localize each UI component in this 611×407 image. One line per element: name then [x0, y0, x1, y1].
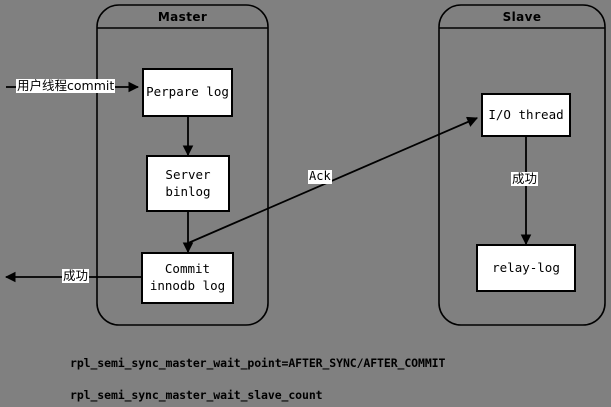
footnote-wait-slave-count: rpl_semi_sync_master_wait_slave_count [70, 388, 323, 402]
node-prepare-log[interactable]: Perpare log [142, 68, 233, 117]
node-server-binlog[interactable]: Server binlog [146, 155, 230, 212]
container-title-master: Master [157, 10, 208, 24]
container-slave [438, 4, 606, 326]
edge-label-user-thread-commit: 用户线程commit [16, 78, 116, 94]
edge-label-ack: Ack [308, 169, 332, 184]
container-master-outline [96, 4, 269, 326]
container-title-slave: Slave [502, 10, 542, 24]
edge-label-master-success: 成功 [62, 268, 90, 284]
node-io-thread[interactable]: I/O thread [481, 93, 571, 137]
container-slave-outline [438, 4, 606, 326]
edge-label-slave-success: 成功 [511, 171, 539, 187]
node-commit-innodb-log[interactable]: Commit innodb log [141, 252, 234, 304]
node-relay-log[interactable]: relay-log [476, 244, 576, 292]
container-master [96, 4, 269, 326]
footnote-wait-point: rpl_semi_sync_master_wait_point=AFTER_SY… [70, 356, 446, 370]
